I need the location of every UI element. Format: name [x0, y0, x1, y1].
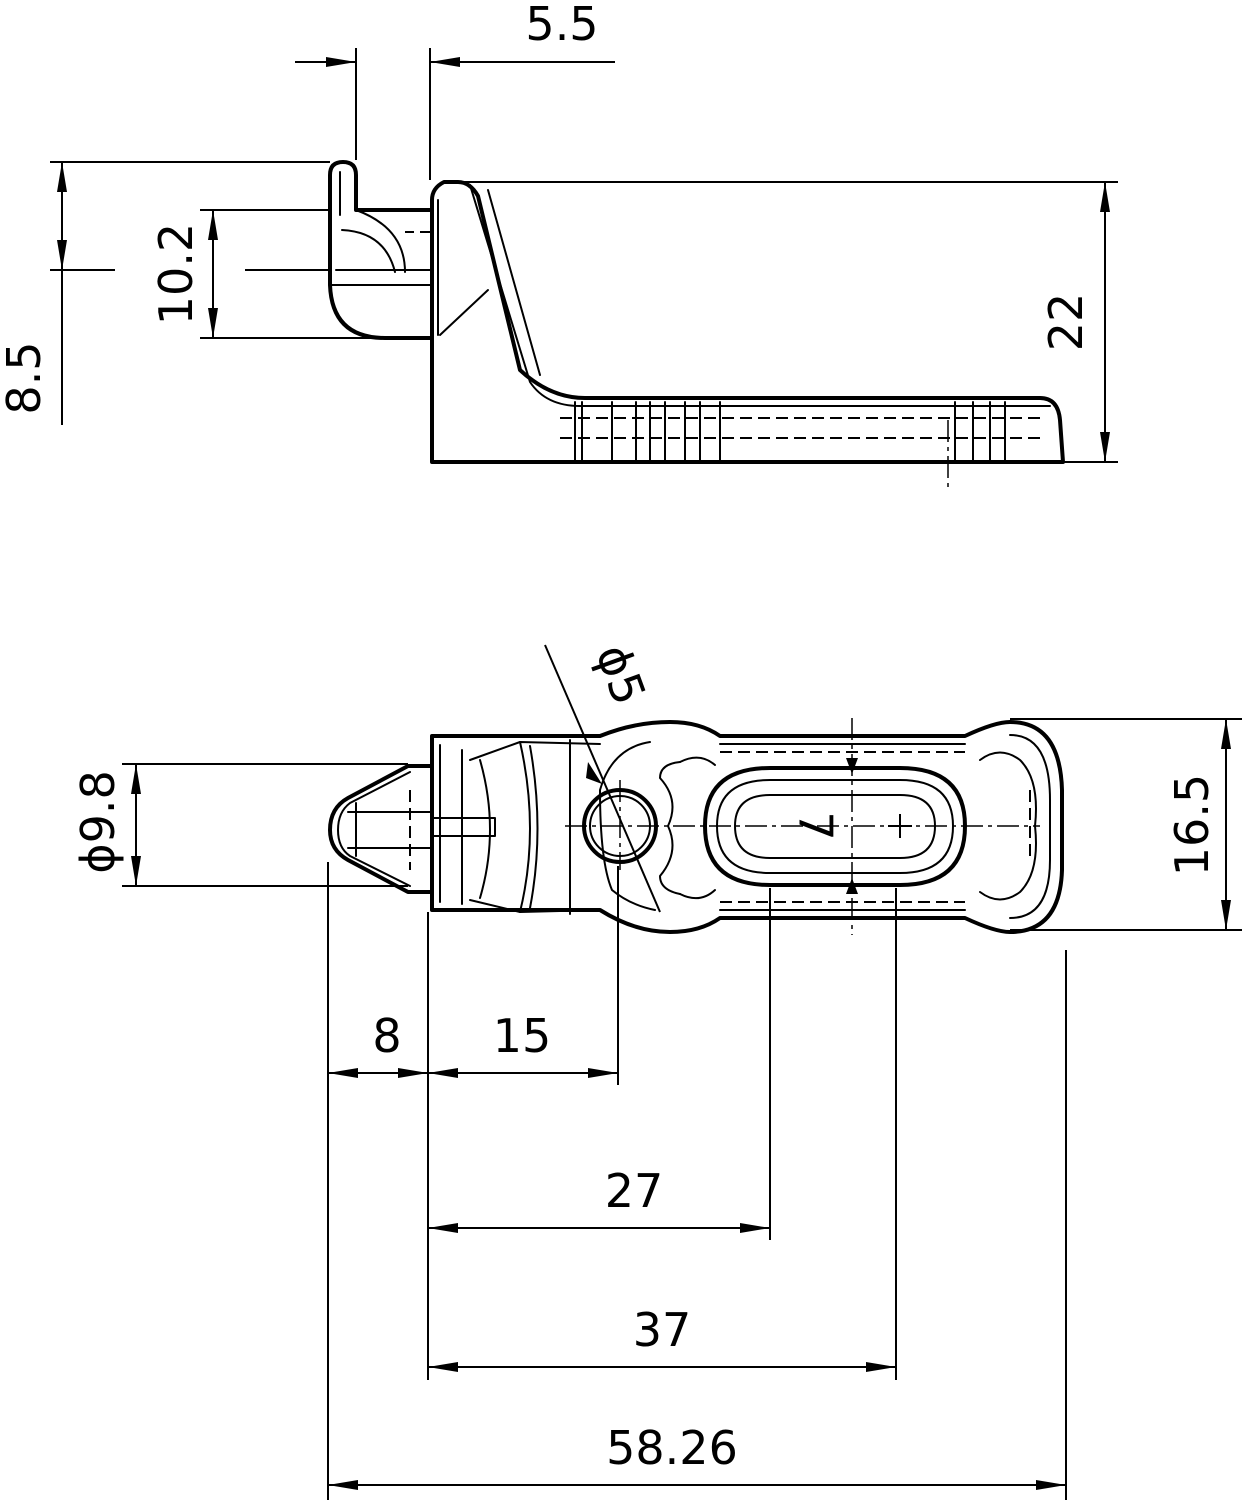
dim-hook-height: 10.2	[149, 223, 203, 325]
dim-top-offset: 5.5	[525, 0, 598, 51]
slot-label: 7	[789, 811, 843, 840]
dim-slot-end: 37	[633, 1303, 692, 1357]
dim-hole-diameter: ϕ5	[585, 637, 656, 711]
top-view: ϕ5 7 ϕ9.8 16.5 8 15 27 37 58.	[71, 637, 1242, 1500]
dim-hole-position: 15	[493, 1009, 552, 1063]
body-outline	[430, 180, 1065, 464]
dim-overall-length: 58.26	[606, 1421, 738, 1475]
dim-overall-height: 22	[1039, 293, 1093, 352]
dim-tip-diameter: ϕ9.8	[71, 770, 125, 874]
dim-tip-length: 8	[372, 1009, 401, 1063]
body-top-outline	[430, 720, 1064, 934]
slot-outer	[703, 766, 967, 887]
dim-body-width: 16.5	[1165, 774, 1219, 876]
side-view: 5.5 8.5 10.2 22	[0, 0, 1118, 492]
dim-slot-start: 27	[605, 1164, 664, 1218]
hook-outline	[328, 160, 434, 340]
tip-outline	[328, 764, 434, 894]
dim-left-height: 8.5	[0, 341, 51, 414]
